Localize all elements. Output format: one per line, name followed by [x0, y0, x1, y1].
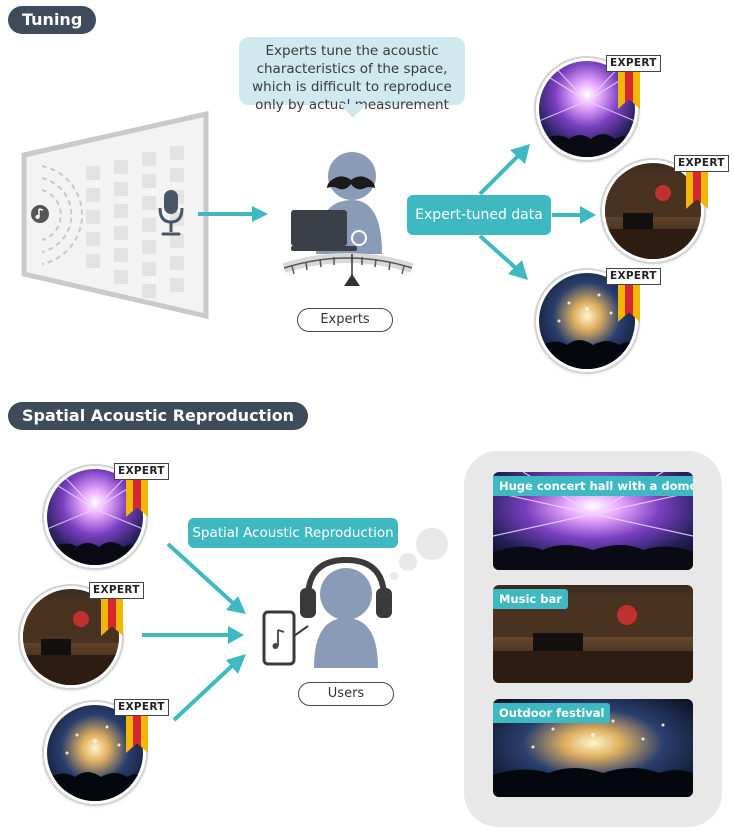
- expert-tuned-data-label: Expert-tuned data: [407, 195, 551, 235]
- arrow-to-expert: [198, 206, 268, 222]
- microphone-icon: [158, 190, 184, 236]
- venue-concert-hall-tuned: [536, 58, 638, 160]
- expert-badge-6: EXPERT: [114, 699, 174, 753]
- spatial-reproduction-label: Spatial Acoustic Reproduction: [188, 518, 398, 548]
- experts-label: Experts: [297, 308, 393, 332]
- expert-badge-1: EXPERT: [606, 55, 666, 109]
- user-figure: [314, 568, 378, 668]
- speech-bubble-tail: [340, 104, 366, 118]
- laptop-icon: [291, 210, 367, 251]
- section-title-tuning: Tuning: [8, 6, 97, 34]
- arrows-to-user: [142, 542, 246, 722]
- smartphone-icon: [262, 610, 309, 666]
- venue-card-label: Music bar: [493, 589, 568, 609]
- venue-card-music-bar: Music bar: [493, 585, 693, 683]
- venue-card-label: Outdoor festival: [493, 703, 611, 723]
- users-label: Users: [298, 682, 394, 706]
- expert-badge-2: EXPERT: [674, 155, 734, 209]
- expert-speech-bubble: Experts tune the acoustic characteristic…: [239, 37, 465, 113]
- venue-card-outdoor-festival: Outdoor festival: [493, 699, 693, 797]
- venue-card-concert-hall: Huge concert hall with a dome: [493, 472, 693, 570]
- thought-bubbles: [390, 528, 448, 580]
- expert-badge-4: EXPERT: [114, 463, 174, 517]
- expert-badge-5: EXPERT: [89, 582, 149, 636]
- arrows-to-venues: [478, 144, 596, 280]
- section-title-reproduction: Spatial Acoustic Reproduction: [8, 402, 309, 430]
- expert-badge-3: EXPERT: [606, 268, 666, 322]
- mustache-icon: [327, 176, 375, 190]
- music-note-icon: [31, 205, 49, 223]
- headphones-icon: [300, 556, 392, 618]
- venue-music-bar-tuned: [602, 160, 704, 262]
- venue-music-bar: [20, 586, 122, 688]
- venue-card-label: Huge concert hall with a dome: [493, 476, 693, 496]
